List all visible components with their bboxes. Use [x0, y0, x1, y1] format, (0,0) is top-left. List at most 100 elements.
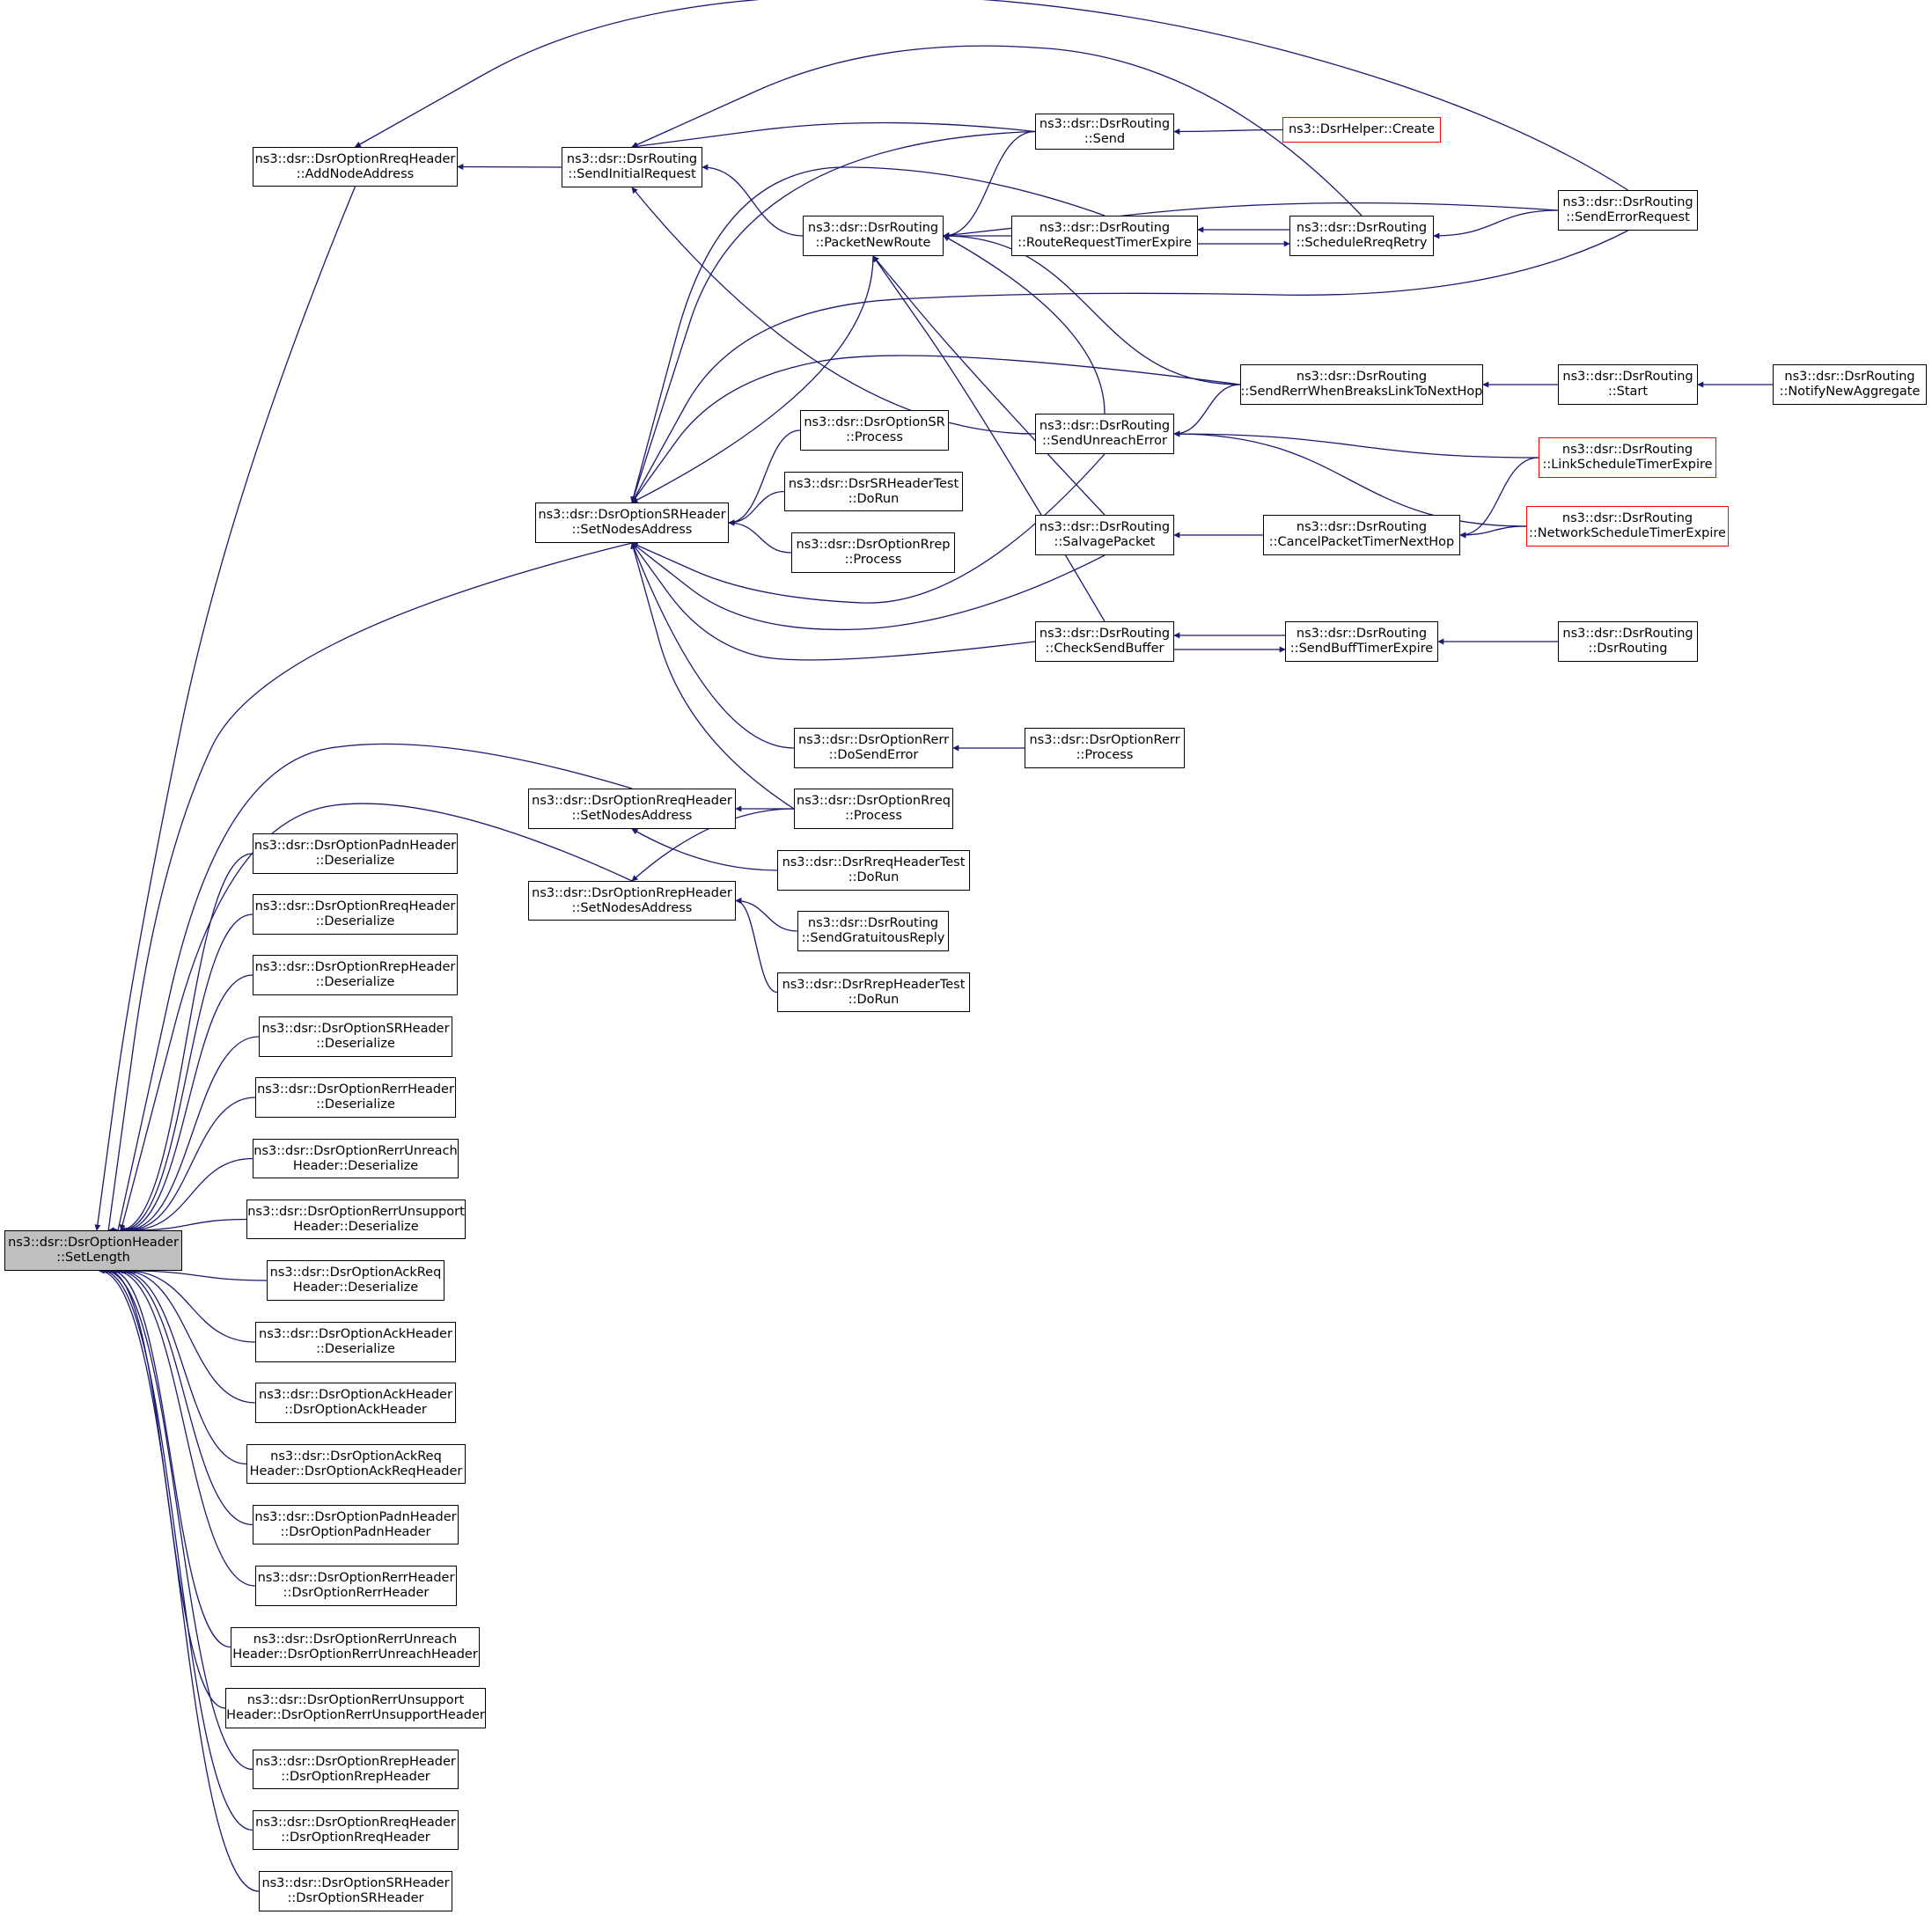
edge-n5-to-n0 — [119, 853, 253, 1234]
graph-node-dsroptionrrepheader-deserialize[interactable]: ns3::dsr::DsrOptionRrepHeader::Deseriali… — [253, 955, 458, 995]
node-label-line2: ::CancelPacketTimerNextHop — [1268, 535, 1455, 549]
edge-n24-to-n23 — [702, 164, 804, 237]
edge-n31-to-n4 — [735, 898, 798, 932]
graph-node-dsrrouting-networkscheduletimerexpire[interactable]: ns3::dsr::DsrRouting::NetworkScheduleTim… — [1526, 506, 1729, 547]
graph-node-dsroptionrreqheader-addnodeaddress[interactable]: ns3::dsr::DsrOptionRreqHeader::AddNodeAd… — [253, 147, 458, 187]
graph-node-dsrsrheadertest-dorun[interactable]: ns3::dsr::DsrSRHeaderTest::DoRun — [784, 472, 963, 511]
node-label-line1: ns3::dsr::DsrOptionRerr — [797, 733, 950, 747]
node-label-line1: ns3::dsr::DsrSRHeaderTest — [788, 476, 959, 491]
node-label-line1: ns3::dsr::DsrOptionRerrHeader — [257, 1082, 454, 1097]
graph-node-dsrrouting-sendunreacherror[interactable]: ns3::dsr::DsrRouting::SendUnreachError — [1035, 414, 1174, 454]
graph-node-dsroptionsrheader-deserialize[interactable]: ns3::dsr::DsrOptionSRHeader::Deserialize — [259, 1016, 452, 1057]
edge-n1-to-n0 — [94, 186, 356, 1231]
node-label-line2: Header::DsrOptionRerrUnreachHeader — [232, 1647, 478, 1662]
graph-node-dsroptionrrep-process[interactable]: ns3::dsr::DsrOptionRrep::Process — [791, 532, 955, 573]
edge-n44-to-n2 — [631, 230, 1628, 503]
graph-node-dsroptionackheader-deserialize[interactable]: ns3::dsr::DsrOptionAckHeader::Deserializ… — [255, 1322, 456, 1362]
graph-node-dsroptionrreqheader-dsroptionrreqheader[interactable]: ns3::dsr::DsrOptionRreqHeader::DsrOption… — [253, 1810, 459, 1850]
edge-n35-to-n2 — [631, 453, 1106, 604]
graph-node-dsroptionrerr-dosenderror[interactable]: ns3::dsr::DsrOptionRerr::DoSendError — [794, 728, 953, 768]
edge-n22-to-n0 — [98, 1267, 260, 1892]
graph-node-dsrrouting-schedulerreqretry[interactable]: ns3::dsr::DsrRouting::ScheduleRreqRetry — [1289, 216, 1434, 256]
graph-node-dsrrouting-send[interactable]: ns3::dsr::DsrRouting::Send — [1035, 114, 1174, 150]
graph-node-dsroptionpadnheader-dsroptionpadnheader[interactable]: ns3::dsr::DsrOptionPadnHeader::DsrOption… — [253, 1505, 459, 1544]
node-label-line2: ::DsrOptionSRHeader — [287, 1891, 424, 1905]
node-label-line1: ns3::DsrHelper::Create — [1288, 122, 1436, 136]
graph-node-dsroptionrerrheader-dsroptionrerrheader[interactable]: ns3::dsr::DsrOptionRerrHeader::DsrOption… — [255, 1566, 457, 1606]
graph-node-dsroptionsr-process[interactable]: ns3::dsr::DsrOptionSR::Process — [800, 410, 949, 451]
graph-node-dsroptionrerr-process[interactable]: ns3::dsr::DsrOptionRerr::Process — [1025, 728, 1185, 768]
edge-n33-to-n23 — [631, 121, 1036, 150]
graph-node-dsroptionrerrheader-deserialize[interactable]: ns3::dsr::DsrOptionRerrHeader::Deseriali… — [255, 1077, 456, 1118]
edge-n27-to-n2 — [728, 519, 792, 554]
edge-n30-to-n3 — [631, 828, 778, 871]
edge-n33-to-n24 — [943, 130, 1036, 239]
graph-node-dsrrouting-checksendbuffer[interactable]: ns3::dsr::DsrRouting::CheckSendBuffer — [1035, 621, 1174, 662]
node-label-line2: ::PacketNewRoute — [815, 236, 931, 250]
edge-n2-to-n0 — [106, 542, 633, 1231]
node-label-line2: ::Process — [845, 809, 902, 823]
node-label-line1: ns3::dsr::DsrRouting — [1296, 221, 1428, 235]
node-label-line1: ns3::dsr::DsrOptionSRHeader — [538, 508, 726, 522]
graph-node-dsroptionpadnheader-deserialize[interactable]: ns3::dsr::DsrOptionPadnHeader::Deseriali… — [253, 833, 458, 874]
node-label-line1: ns3::dsr::DsrRouting — [1562, 370, 1693, 384]
node-label-line2: ::Deserialize — [315, 975, 395, 989]
node-label-line2: ::DsrOptionAckHeader — [284, 1403, 427, 1417]
graph-node-dsroptionsrheader-dsroptionsrheader[interactable]: ns3::dsr::DsrOptionSRHeader::DsrOptionSR… — [259, 1871, 452, 1911]
graph-node-dsrrouting-routerequesttimerexpire[interactable]: ns3::dsr::DsrRouting::RouteRequestTimerE… — [1011, 216, 1198, 256]
graph-node-dsrrreqheadertest-dorun[interactable]: ns3::dsr::DsrRreqHeaderTest::DoRun — [777, 850, 970, 891]
node-label-line2: ::DsrRouting — [1588, 642, 1668, 656]
node-label-line2: ::Deserialize — [316, 1342, 395, 1356]
graph-node-dsrrouting-sendrerrwhenbreakslinktonexthop[interactable]: ns3::dsr::DsrRouting::SendRerrWhenBreaks… — [1240, 364, 1483, 405]
graph-node-dsroptionrrepheader-setnodesaddress[interactable]: ns3::dsr::DsrOptionRrepHeader::SetNodesA… — [528, 881, 736, 921]
edge-n39-to-n33 — [1173, 128, 1283, 135]
graph-node-dsrrouting-start[interactable]: ns3::dsr::DsrRouting::Start — [1558, 364, 1698, 405]
node-label-line2: ::Send — [1084, 131, 1126, 146]
node-label-line1: ns3::dsr::DsrRouting — [1561, 511, 1693, 525]
edge-n26-to-n2 — [728, 490, 785, 526]
graph-node-dsrrouting-salvagepacket[interactable]: ns3::dsr::DsrRouting::SalvagePacket — [1035, 515, 1174, 555]
node-label-line2: ::CheckSendBuffer — [1045, 642, 1164, 656]
node-label-line1: ns3::dsr::DsrOptionRerrUnsupport — [247, 1204, 465, 1219]
graph-node-dsrrouting-notifynewaggregate[interactable]: ns3::dsr::DsrRouting::NotifyNewAggregate — [1773, 364, 1927, 405]
node-label-line1: ns3::dsr::DsrRouting — [807, 916, 939, 930]
node-label-line1: ns3::dsr::DsrOptionRreqHeader — [532, 794, 732, 808]
graph-node-dsrrouting-cancelpackettimernexthop[interactable]: ns3::dsr::DsrRouting::CancelPacketTimerN… — [1263, 515, 1460, 555]
graph-node-dsrhelper-create[interactable]: ns3::DsrHelper::Create — [1282, 117, 1441, 143]
graph-node-dsroptionrrepheader-dsroptionrrepheader[interactable]: ns3::dsr::DsrOptionRrepHeader::DsrOption… — [253, 1750, 459, 1789]
node-label-line1: ns3::dsr::DsrOptionRerrUnreach — [253, 1632, 458, 1647]
edge-n35-to-n24 — [943, 235, 1106, 415]
node-label-line1: ns3::dsr::DsrOptionAckReq — [269, 1266, 442, 1280]
graph-node-dsrrouting-senderrorrequest[interactable]: ns3::dsr::DsrRouting::SendErrorRequest — [1558, 190, 1698, 231]
edge-n10-to-n0 — [129, 1157, 253, 1234]
edge-n6-to-n0 — [121, 913, 253, 1234]
graph-node-dsrrouting-linkscheduletimerexpire[interactable]: ns3::dsr::DsrRouting::LinkScheduleTimerE… — [1539, 437, 1716, 478]
node-label-line2: ::SetNodesAddress — [571, 900, 693, 915]
graph-node-dsroptionackheader-dsroptionackheader[interactable]: ns3::dsr::DsrOptionAckHeader::DsrOptionA… — [255, 1383, 456, 1423]
node-label-line1: ns3::dsr::DsrOptionRerrUnreach — [253, 1143, 458, 1158]
node-label-line1: ns3::dsr::DsrRouting — [566, 152, 698, 166]
node-label-line2: ::SetNodesAddress — [571, 809, 693, 823]
graph-node-dsrrrepheadertest-dorun[interactable]: ns3::dsr::DsrRrepHeaderTest::DoRun — [777, 972, 970, 1012]
edge-n12-to-n0 — [129, 1267, 268, 1281]
node-label-line2: ::DoRun — [848, 491, 900, 506]
graph-node-dsrrouting-packetnewroute[interactable]: ns3::dsr::DsrRouting::PacketNewRoute — [803, 216, 944, 256]
node-label-line1: ns3::dsr::DsrOptionRreqHeader — [254, 151, 456, 166]
graph-node-dsrrouting-sendinitialrequest[interactable]: ns3::dsr::DsrRouting::SendInitialRequest — [562, 147, 702, 187]
graph-node-dsrrouting-sendbufftimerexpire[interactable]: ns3::dsr::DsrRouting::SendBuffTimerExpir… — [1285, 621, 1438, 662]
graph-node-dsroptionsrheader-setnodesaddress[interactable]: ns3::dsr::DsrOptionSRHeader::SetNodesAdd… — [535, 503, 729, 543]
graph-node-dsrrouting-sendgratuitousreply[interactable]: ns3::dsr::DsrRouting::SendGratuitousRepl… — [797, 911, 949, 951]
graph-node-dsroptionrreq-process[interactable]: ns3::dsr::DsrOptionRreq::Process — [794, 789, 953, 829]
node-label-line2: ::DoRun — [848, 992, 900, 1007]
node-label-line1: ns3::dsr::DsrOptionHeader — [8, 1236, 179, 1250]
node-label-line2: Header::Deserialize — [292, 1158, 419, 1173]
graph-node-dsroptionrreqheader-deserialize[interactable]: ns3::dsr::DsrOptionRreqHeader::Deseriali… — [253, 894, 458, 935]
graph-node-dsroptionrreqheader-setnodesaddress[interactable]: ns3::dsr::DsrOptionRreqHeader::SetNodesA… — [528, 789, 736, 829]
graph-node-dsrrouting-dsrrouting[interactable]: ns3::dsr::DsrRouting::DsrRouting — [1558, 621, 1698, 662]
